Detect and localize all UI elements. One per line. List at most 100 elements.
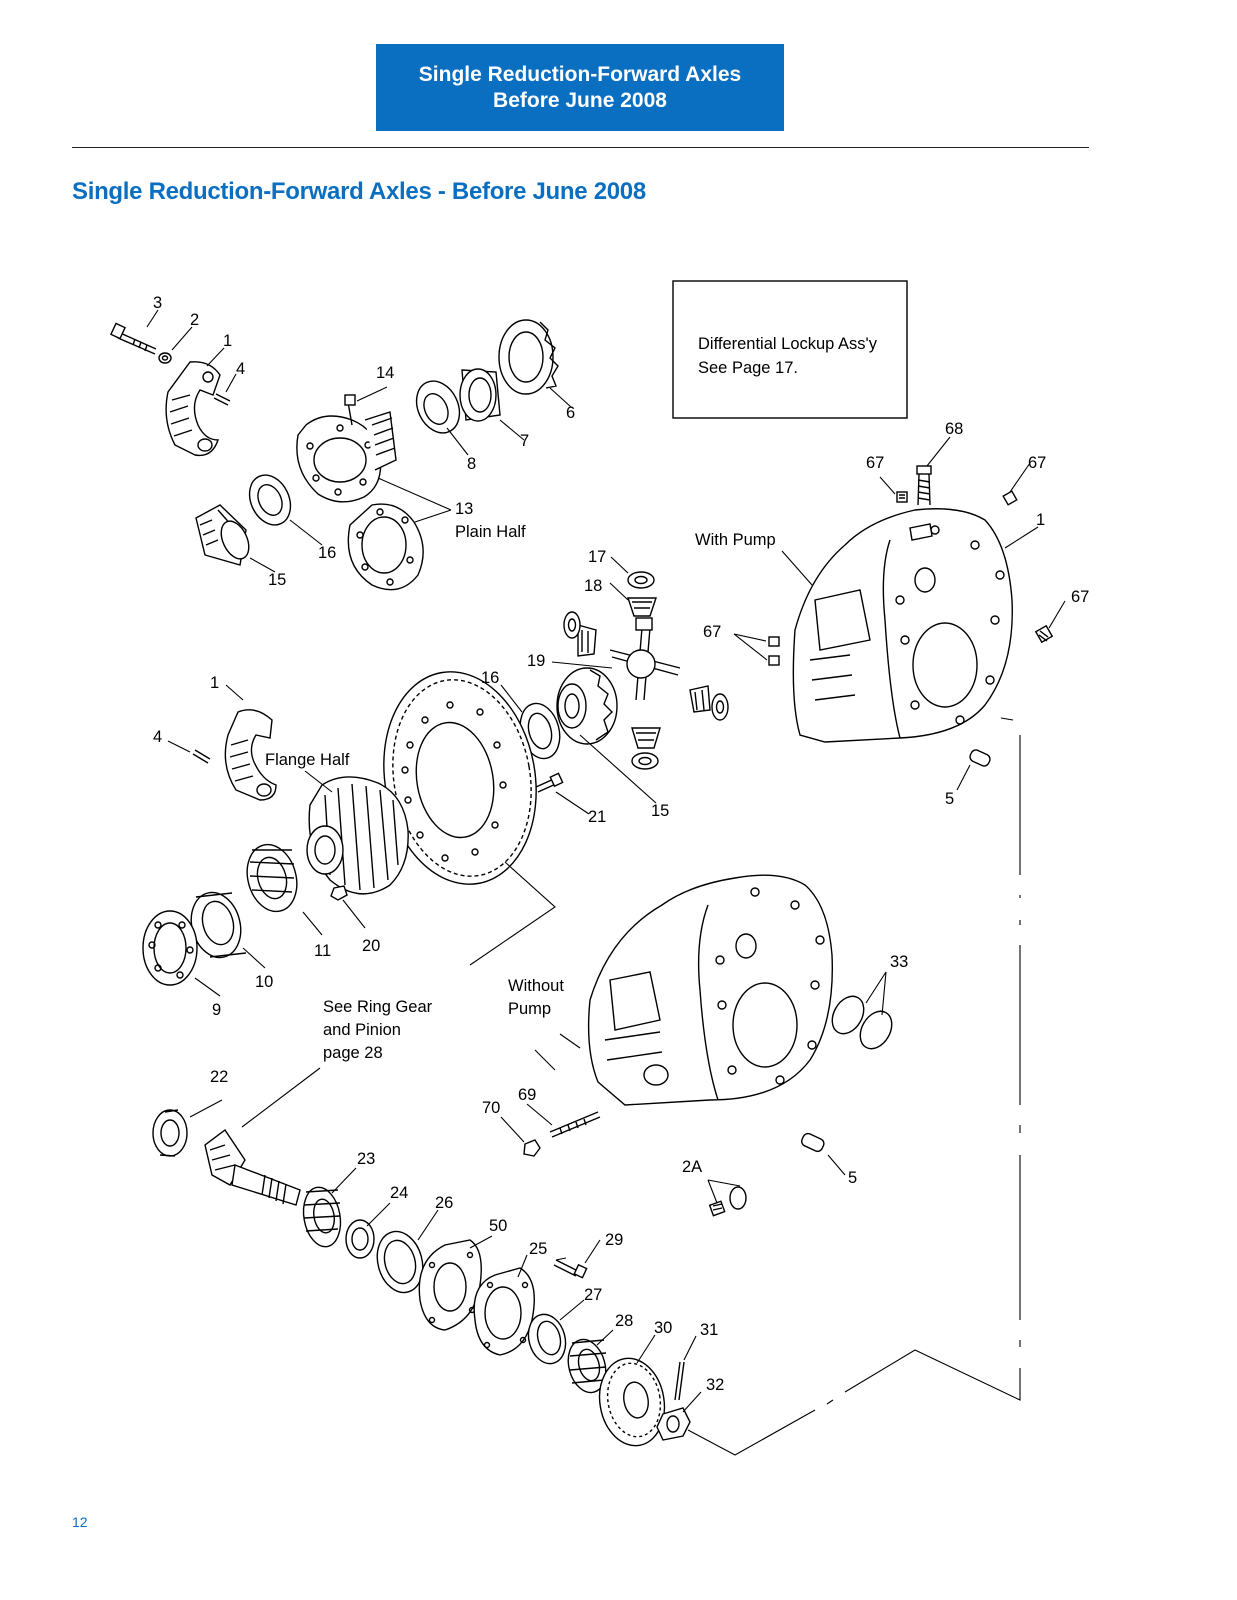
thrust-washer-right [711,693,729,721]
callout-1-lower-cap: 1 [210,674,219,692]
pipe-plug-67a [896,491,908,503]
shim-50 [418,1239,482,1331]
adjusting-ring-9 [142,910,198,986]
callout-30: 30 [654,1319,672,1337]
lockup-note-line2: See Page 17. [698,359,798,377]
bearing-22 [152,1109,188,1157]
nut-20 [330,885,348,901]
callout-26: 26 [435,1194,453,1212]
callout-67-right: 67 [1071,588,1089,606]
pinion-gear-right [689,685,711,713]
with-pump-label: With Pump [695,531,776,549]
callout-18: 18 [584,577,602,595]
cap-washer [158,352,172,364]
leader-lines [146,309,1066,1413]
pinion-gear-18-top [627,597,657,617]
callout-25: 25 [529,1240,547,1258]
page-title: Single Reduction-Forward Axles - Before … [72,178,646,205]
thrust-washer-bottom [631,752,659,770]
adjusting-ring-6 [498,319,559,395]
drive-pinion [204,1128,301,1206]
without-pump-label-line2: Pump [508,1000,551,1018]
carrier-housing-with-pump [792,508,1013,743]
thrust-washer-16a [248,474,292,526]
callout-32: 32 [706,1376,724,1394]
ring-gear-bolt-21 [535,772,564,793]
callout-17: 17 [588,548,606,566]
without-pump-label-line1: Without [508,977,564,995]
lockup-note-box [672,280,908,419]
pipe-plug-67b [1002,490,1018,506]
callout-7: 7 [520,432,529,450]
bearing-cup-27 [527,1313,567,1365]
callout-13: 13 [455,500,473,518]
bearing-cone-28 [567,1338,607,1394]
callout-21: 21 [588,808,606,826]
o-ring-33b [859,1010,893,1050]
bearing-cap-upper [165,361,221,457]
callout-68: 68 [945,420,963,438]
bearing-cup-26 [376,1230,424,1294]
dowel-pin-5a [969,749,991,767]
flange-half-label: Flange Half [265,751,350,769]
callout-5-lower: 5 [848,1169,857,1187]
dowel-pin-5b [801,1132,825,1153]
section-header-box: Single Reduction-Forward Axles Before Ju… [376,44,784,131]
helical-gear-30 [598,1357,666,1447]
callout-20: 20 [362,937,380,955]
castle-nut-32 [656,1407,691,1441]
thrust-washer-left [563,611,581,639]
fill-plug-68 [916,465,932,506]
callout-16-lower: 16 [481,669,499,687]
callout-22: 22 [210,1068,228,1086]
section-header-line1: Single Reduction-Forward Axles [418,62,742,86]
callout-16-upper: 16 [318,544,336,562]
header-divider [72,147,1089,148]
plain-half-label: Plain Half [455,523,526,541]
callout-9: 9 [212,1001,221,1019]
cage-bolt-29 [553,1259,588,1279]
side-gear-15a [195,504,250,566]
o-ring-33a [831,995,865,1035]
side-gear-bearing-cone-8 [415,380,461,434]
callout-8: 8 [467,455,476,473]
callout-15-upper: 15 [268,571,286,589]
ring-gear-ref-line2: and Pinion [323,1021,401,1039]
spider-cross-19 [609,617,681,701]
cap-pin [213,393,231,406]
callout-4-lower-pin: 4 [153,728,162,746]
callout-67-left: 67 [703,623,721,641]
callout-24: 24 [390,1184,408,1202]
bearing-cone-11 [246,843,298,913]
ring-gear-ref-line1: See Ring Gear [323,998,433,1016]
bearing-cap-lower [224,709,277,801]
diff-case-plain-half-lower [347,503,424,591]
stud-69 [549,1111,601,1138]
diff-case-flange-half [306,776,409,895]
callout-50: 50 [489,1217,507,1235]
ring-gear [383,671,537,885]
carrier-housing-without-pump [587,874,834,1106]
cap-bolt [110,322,157,355]
callout-15-lower: 15 [651,802,669,820]
thrust-washer-17 [627,571,655,589]
callout-1-housing: 1 [1036,511,1045,529]
section-header-line2: Before June 2008 [493,88,667,112]
callout-19: 19 [527,652,545,670]
pipe-plug-67c [1034,624,1054,644]
ring-gear-ref-line3: page 28 [323,1044,383,1062]
bearing-cone-23 [302,1186,342,1248]
plug-2A [708,1186,747,1217]
callout-14: 14 [376,364,394,382]
bearing-cup-10 [190,891,247,959]
side-gear-15b [556,667,618,745]
callout-31: 31 [700,1321,718,1339]
callout-33: 33 [890,953,908,971]
spacer-24 [345,1219,375,1259]
callout-4-upper-pin: 4 [236,360,245,378]
callout-1-upper-cap: 1 [223,332,232,350]
nut-70 [523,1139,541,1157]
bearing-cup-7 [459,368,501,422]
callout-6: 6 [566,404,575,422]
